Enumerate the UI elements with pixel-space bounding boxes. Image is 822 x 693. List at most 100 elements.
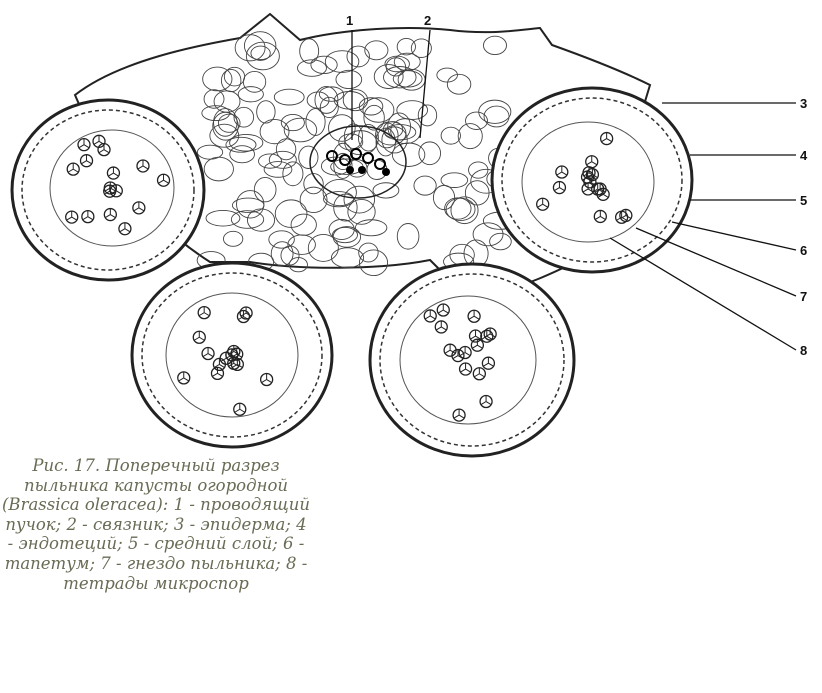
cell — [483, 35, 507, 56]
tetrad-division — [178, 371, 190, 382]
cell — [283, 117, 318, 143]
cell — [328, 114, 356, 142]
cell — [472, 222, 504, 247]
figure-caption: Рис. 17. Поперечный разрез пыльника капу… — [2, 456, 310, 593]
tetrad-division — [66, 211, 77, 221]
tetrad-division — [480, 395, 492, 405]
tetrad-division — [78, 138, 90, 149]
cell — [310, 55, 338, 75]
cell — [354, 219, 388, 237]
cell — [468, 161, 489, 179]
tetrad-division — [438, 304, 449, 314]
cell — [203, 156, 234, 182]
cell — [392, 70, 423, 88]
cell — [391, 142, 426, 167]
cell — [234, 34, 266, 62]
cell — [303, 173, 324, 195]
tetrad-division — [583, 166, 595, 177]
cell — [418, 141, 442, 166]
cell — [347, 199, 376, 225]
cell — [209, 123, 240, 148]
connective-outline — [73, 12, 652, 302]
label-4: 4 — [800, 148, 808, 163]
tetrad-division — [220, 352, 232, 362]
cell — [449, 243, 475, 266]
cell — [364, 40, 389, 61]
cell — [384, 55, 410, 73]
cell — [314, 86, 339, 114]
cell — [297, 59, 327, 77]
cell — [440, 126, 461, 145]
tetrad-division — [198, 306, 210, 317]
cell — [223, 230, 244, 247]
tetrad-division — [592, 183, 603, 193]
cell — [363, 104, 385, 131]
cell — [343, 185, 376, 214]
tetrad-division — [105, 181, 116, 192]
cell — [253, 177, 277, 203]
cell — [332, 142, 354, 171]
cell — [290, 213, 317, 236]
cell — [280, 114, 305, 132]
cell — [432, 184, 456, 211]
cell — [318, 86, 345, 102]
cell — [213, 108, 238, 137]
cell — [322, 178, 357, 207]
cell — [324, 50, 360, 73]
vascular-bundle — [309, 125, 407, 199]
locule-top-left — [10, 98, 206, 282]
tetrad-division — [194, 331, 205, 341]
tetrad-division — [238, 310, 249, 320]
tetrad-division — [424, 309, 436, 320]
label-5: 5 — [800, 193, 807, 208]
tetrad-division — [133, 201, 145, 212]
tetrad-division — [460, 363, 471, 373]
cell — [465, 111, 488, 130]
cell — [478, 99, 512, 124]
tetrad-division — [601, 132, 612, 142]
tetrad-division — [202, 347, 214, 357]
tetrad-division — [98, 143, 110, 154]
tetrad-division — [119, 222, 131, 233]
cell — [413, 175, 437, 196]
cell — [245, 41, 280, 71]
cell — [444, 197, 472, 220]
cell — [346, 45, 370, 68]
tetrad-division — [586, 155, 597, 166]
cell — [258, 153, 283, 169]
tetrad-division — [452, 349, 464, 359]
cell — [333, 152, 353, 179]
tetrad-division — [234, 403, 246, 413]
cell — [396, 100, 429, 120]
cell — [372, 182, 400, 199]
label-1: 1 — [346, 13, 353, 28]
cell — [342, 89, 369, 112]
cell — [440, 172, 469, 188]
cell — [373, 64, 404, 89]
cell — [417, 104, 438, 127]
label-6: 6 — [800, 243, 807, 258]
cell — [450, 196, 479, 225]
cell — [203, 89, 225, 109]
cell — [298, 145, 319, 169]
tetrad-division — [108, 167, 119, 177]
tetrad-division — [474, 367, 485, 378]
label-7: 7 — [800, 289, 807, 304]
cell — [335, 69, 363, 90]
cell — [237, 86, 264, 103]
cell — [229, 133, 264, 152]
cell — [256, 100, 276, 124]
cell — [338, 133, 364, 151]
tetrad-division — [81, 154, 92, 165]
tetrad-division — [554, 181, 565, 191]
cell — [410, 38, 432, 58]
cell — [229, 145, 255, 164]
cell — [299, 186, 328, 213]
cell — [246, 208, 276, 232]
tetrad-division — [537, 198, 548, 208]
cell — [330, 247, 365, 269]
cell — [445, 197, 476, 221]
cell — [383, 66, 417, 89]
cell — [243, 31, 277, 61]
cell — [268, 230, 295, 249]
